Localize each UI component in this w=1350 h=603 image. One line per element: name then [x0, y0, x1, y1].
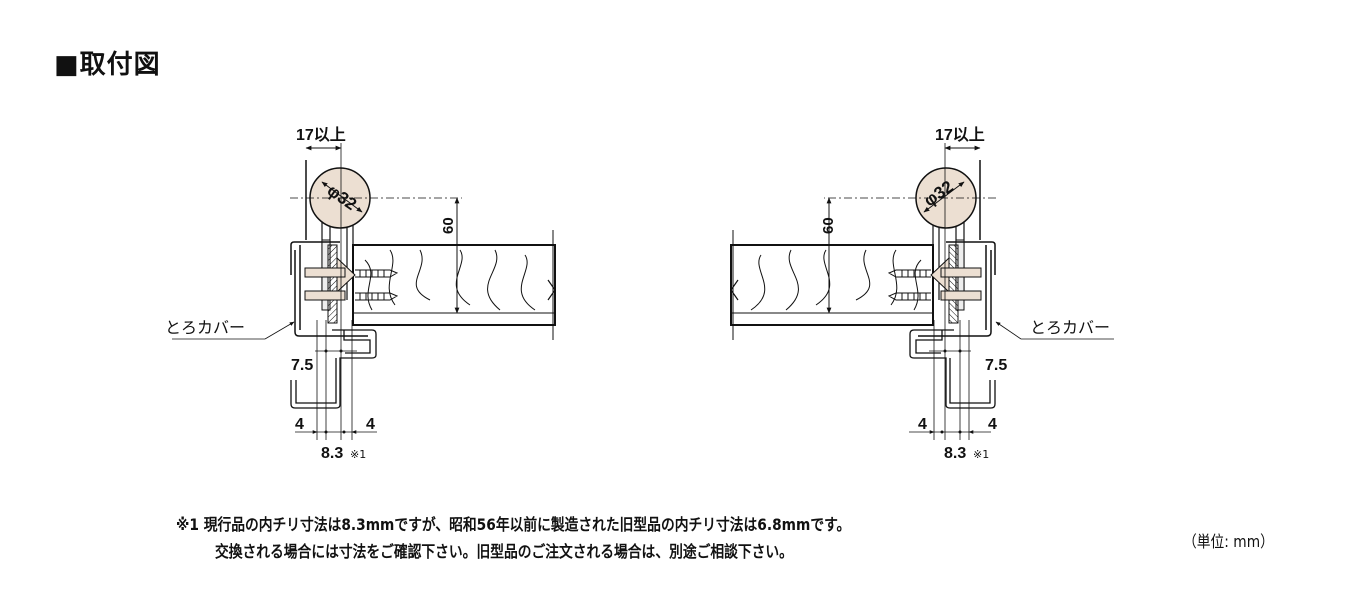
inner-dim-label: 8.3 [321, 445, 343, 462]
height-label: 60 [820, 217, 837, 234]
step-label: 7.5 [291, 357, 313, 374]
footnote-line-1: ※1 現行品の内チリ寸法は8.3mmですが、昭和56年以前に製造された旧型品の内… [176, 515, 851, 534]
height-label: 60 [440, 217, 457, 234]
right-fitting-drawing [731, 143, 996, 440]
footnote-line-2: 交換される場合には寸法をご確認下さい。旧型品のご注文される場合は、別途ご相談下さ… [215, 542, 793, 561]
note-mark: ※1 [973, 448, 989, 461]
inner-dim-label: 8.3 [944, 445, 966, 462]
page-title: ■取付図 [54, 50, 161, 80]
min-gap-label: 17以上 [296, 126, 346, 144]
right-dim-label: 4 [366, 416, 375, 433]
left-dim-label: 4 [295, 416, 304, 433]
cover-label: とろカバー [1030, 318, 1110, 337]
note-mark: ※1 [350, 448, 366, 461]
right-dim-label: 4 [988, 416, 997, 433]
unit-label: （単位: mm） [1183, 532, 1274, 551]
min-gap-label: 17以上 [935, 126, 985, 144]
left-dim-label: 4 [918, 416, 927, 433]
cover-label: とろカバー [165, 318, 245, 337]
step-label: 7.5 [985, 357, 1007, 374]
